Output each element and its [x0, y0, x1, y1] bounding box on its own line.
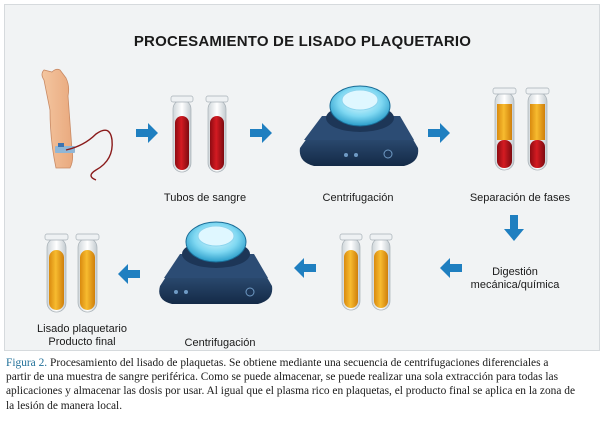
- label-centrifugation-2: Centrifugación: [184, 337, 256, 349]
- label-phase-separation: Separación de fases: [469, 192, 571, 204]
- caption-line-1: Figura 2. Procesamiento del lisado de pl…: [6, 356, 600, 370]
- diagram-title: PROCESAMIENTO DE LISADO PLAQUETARIO: [133, 33, 472, 50]
- final-product-tubes-icon: [44, 233, 100, 313]
- caption-line-4: la lesión de manera local.: [6, 399, 123, 412]
- centrifuge-2-icon: [159, 221, 273, 304]
- arrow-down-icon: [504, 215, 524, 241]
- centrifuge-icon: [299, 85, 419, 166]
- arm-illustration: [41, 68, 113, 181]
- label-centrifugation-1: Centrifugación: [322, 192, 394, 204]
- arrow-right-icon: [250, 123, 272, 143]
- label-digestion-line1: Digestión: [492, 266, 538, 278]
- figure-caption: Figura 2. Procesamiento del lisado de pl…: [6, 356, 600, 413]
- label-final-line1: Lisado plaquetario: [37, 323, 127, 335]
- label-blood-tubes: Tubos de sangre: [163, 192, 247, 204]
- arrow-right-icon: [428, 123, 450, 143]
- blood-tubes-icon: [170, 95, 229, 173]
- caption-text-1: Procesamiento del lisado de plaquetas. S…: [50, 357, 549, 369]
- arrow-right-icon: [136, 123, 158, 143]
- arrow-left-icon: [440, 258, 462, 278]
- separated-tubes-icon: [492, 87, 550, 171]
- diagram-panel: [4, 4, 600, 351]
- arrow-left-icon: [294, 258, 316, 278]
- label-digestion-line2: mecánica/química: [470, 279, 560, 291]
- caption-line-3: aplicaciones y almacenar las dosis por u…: [6, 385, 576, 398]
- plasma-tubes-icon: [339, 233, 393, 311]
- label-final-line2: Producto final: [48, 336, 116, 348]
- figure-label: Figura 2.: [6, 357, 48, 369]
- caption-line-2: partir de una muestra de sangre periféri…: [6, 371, 559, 384]
- arrow-left-icon: [118, 264, 140, 284]
